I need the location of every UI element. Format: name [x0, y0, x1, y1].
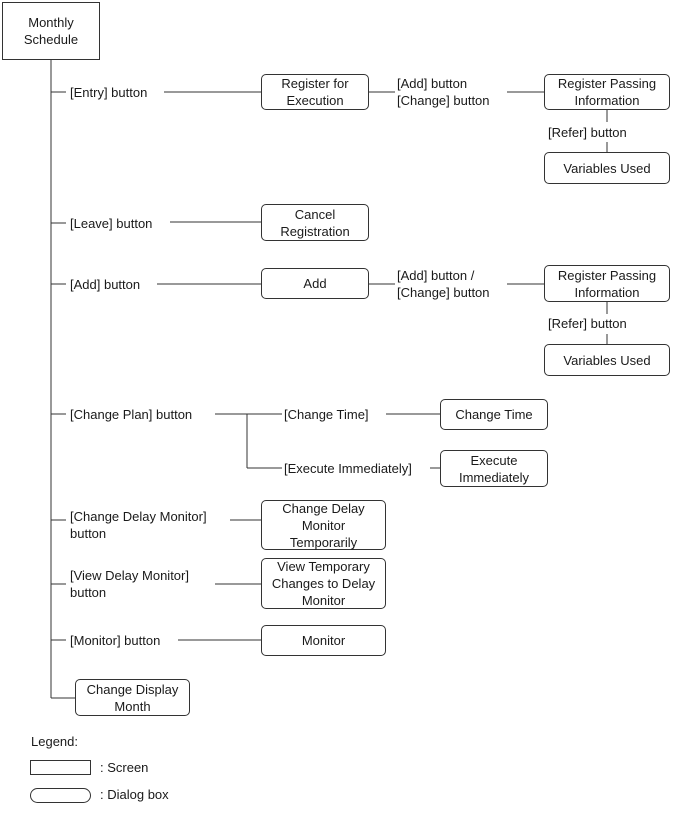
- cancel-registration-dialog: Cancel Registration: [261, 204, 369, 241]
- change-delay-monitor-temporarily-dialog: Change Delay Monitor Temporarily: [261, 500, 386, 550]
- change-delay-monitor-temporarily-label: Change Delay Monitor Temporarily: [282, 500, 365, 550]
- variables-used-label-2: Variables Used: [563, 352, 651, 368]
- entry-button-label: [Entry] button: [70, 84, 148, 101]
- change-plan-button-label: [Change Plan] button: [70, 406, 193, 423]
- add-dialog: Add: [261, 268, 369, 299]
- register-passing-information-label-2: Register Passing Information: [557, 267, 657, 300]
- view-temporary-changes-label: View Temporary Changes to Delay Monitor: [271, 559, 376, 608]
- change-time-dialog: Change Time: [440, 399, 548, 430]
- legend-dialog-swatch: [30, 788, 91, 803]
- change-delay-monitor-button-label: [Change Delay Monitor] button: [70, 508, 207, 542]
- change-display-month-label: Change Display Month: [86, 681, 179, 714]
- leave-button-label: [Leave] button: [70, 215, 153, 232]
- register-for-execution-label: Register for Execution: [281, 76, 349, 108]
- monitor-button-label: [Monitor] button: [70, 632, 161, 649]
- entry-add-change-button-label: [Add] button [Change] button: [397, 75, 490, 109]
- monitor-dialog: Monitor: [261, 625, 386, 656]
- cancel-registration-label: Cancel Registration: [280, 206, 350, 239]
- register-passing-information-label-1: Register Passing Information: [557, 76, 657, 108]
- register-passing-information-dialog-2: Register Passing Information: [544, 265, 670, 302]
- legend-screen-label: : Screen: [100, 759, 149, 776]
- legend-dialog-label: : Dialog box: [100, 786, 169, 803]
- execute-immediately-option-label: [Execute Immediately]: [284, 460, 412, 477]
- entry-refer-button-label: [Refer] button: [548, 124, 627, 141]
- variables-used-label-1: Variables Used: [563, 160, 651, 176]
- view-temporary-changes-dialog: View Temporary Changes to Delay Monitor: [261, 558, 386, 609]
- execute-immediately-dialog: Execute Immediately: [440, 450, 548, 487]
- add-add-change-button-label: [Add] button / [Change] button: [397, 267, 490, 301]
- execute-immediately-dialog-label: Execute Immediately: [458, 452, 530, 485]
- monthly-schedule-label: Monthly Schedule: [23, 15, 79, 47]
- register-for-execution-dialog: Register for Execution: [261, 74, 369, 110]
- variables-used-dialog-1: Variables Used: [544, 152, 670, 184]
- add-dialog-label: Add: [303, 276, 327, 291]
- add-button-label: [Add] button: [70, 276, 141, 293]
- change-display-month-dialog: Change Display Month: [75, 679, 190, 716]
- change-time-dialog-label: Change Time: [455, 407, 533, 422]
- monthly-schedule-screen: Monthly Schedule: [2, 2, 100, 60]
- monitor-dialog-label: Monitor: [301, 633, 346, 648]
- add-refer-button-label: [Refer] button: [548, 315, 627, 332]
- change-time-option-label: [Change Time]: [284, 406, 369, 423]
- register-passing-information-dialog-1: Register Passing Information: [544, 74, 670, 110]
- view-delay-monitor-button-label: [View Delay Monitor] button: [70, 567, 189, 601]
- variables-used-dialog-2: Variables Used: [544, 344, 670, 376]
- legend-title: Legend:: [31, 733, 78, 750]
- legend-screen-swatch: [30, 760, 91, 775]
